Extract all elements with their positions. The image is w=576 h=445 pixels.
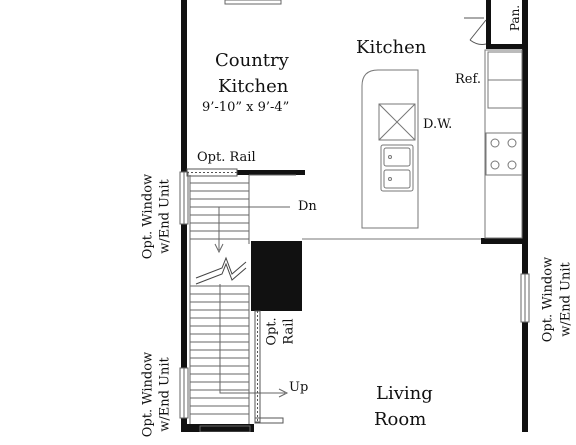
opt-window-left-lower-label-2: w/End Unit <box>157 357 173 432</box>
living-room-label-2: Room <box>374 409 427 430</box>
opt-window-right-label-1: Opt. Window <box>540 256 556 343</box>
opt-rail-top-label: Opt. Rail <box>197 150 256 165</box>
refrigerator-label: Ref. <box>455 72 481 87</box>
dishwasher-label: D.W. <box>423 117 453 132</box>
bottom-wall-left <box>187 424 254 432</box>
opt-window-left-upper-label-1: Opt. Window <box>140 173 156 260</box>
living-room-label-1: Living <box>376 383 433 404</box>
dishwasher <box>378 103 416 141</box>
counter-end-wall <box>481 238 525 244</box>
pantry-bottom-wall <box>486 44 526 49</box>
opt-window-left-lower-label-1: Opt. Window <box>140 351 156 438</box>
range <box>485 132 523 176</box>
opt-window-left-upper-label-2: w/End Unit <box>157 179 173 254</box>
stairs-down-label: Dn <box>298 199 317 214</box>
left-wall-lower <box>181 224 187 432</box>
bottom-opening <box>199 425 251 432</box>
left-wall-upper <box>181 0 187 172</box>
country-kitchen-dimensions: 9’-10” x 9’-4” <box>202 100 290 115</box>
window-top <box>224 0 282 5</box>
stairs-up-label: Up <box>289 380 309 395</box>
windows <box>179 0 530 419</box>
opt-window-right-label-2: w/End Unit <box>558 262 574 337</box>
opt-rail-stair-label-2: Rail <box>281 318 297 345</box>
pantry-label: Pan. <box>508 4 522 32</box>
walls <box>181 0 528 432</box>
pantry-door <box>464 17 487 45</box>
country-kitchen-label-2: Kitchen <box>218 76 289 97</box>
floor-plan <box>179 0 530 432</box>
right-wall-upper <box>522 0 528 244</box>
opt-rail-stair-label-1: Opt. <box>264 317 280 346</box>
perimeter-counter <box>484 49 523 239</box>
opt-rail-stair <box>254 310 284 424</box>
kitchen-label: Kitchen <box>356 37 427 58</box>
rail-top-cap <box>237 170 305 175</box>
column <box>251 241 302 311</box>
right-wall-lower <box>522 244 528 432</box>
kitchen-island <box>361 69 419 229</box>
stair-arrows <box>214 206 290 398</box>
pantry-wall <box>486 0 491 46</box>
opt-rail-top <box>186 168 238 177</box>
country-kitchen-label-1: Country <box>215 50 289 71</box>
sink <box>380 144 414 192</box>
